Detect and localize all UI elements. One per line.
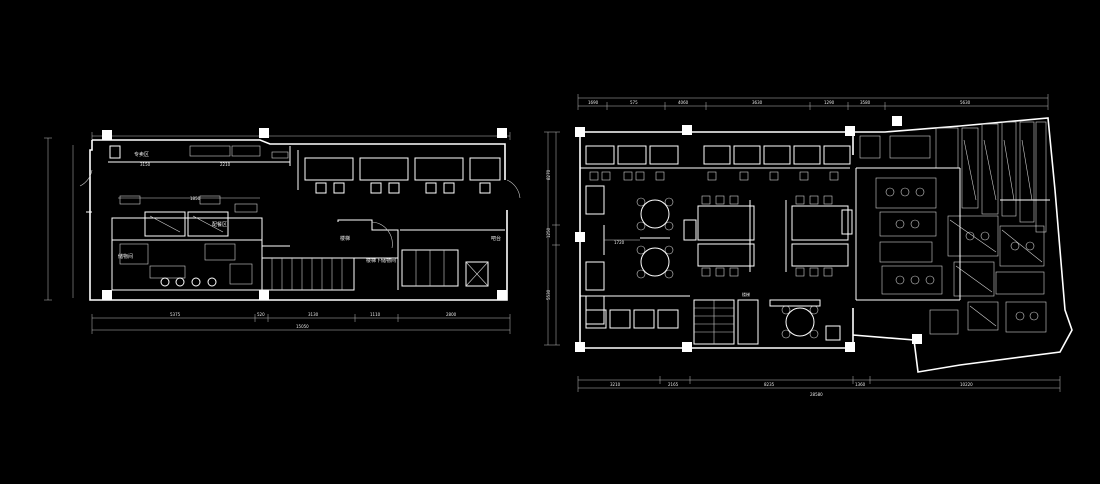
r-dim-top-1: 1690 (588, 100, 599, 105)
floor-plan-right (544, 94, 1073, 392)
floor-plan-left (44, 128, 521, 334)
r-dim-bottom-2: 2165 (668, 382, 679, 387)
r-dim-top-6: 3580 (860, 100, 871, 105)
r-label-mid-dim: 1720 (614, 240, 625, 245)
r-dim-bottom-4: 1360 (855, 382, 866, 387)
dim-bottom-1: 5375 (170, 312, 181, 317)
label-room-e: 楼梯下储物间 (366, 257, 396, 264)
dim-bottom-4: 1110 (370, 312, 381, 317)
label-room-c: 储物间 (118, 253, 133, 260)
dim-top-1: 3150 (140, 162, 151, 167)
dim-bottom-5: 2800 (446, 312, 457, 317)
r-dim-top-5: 1290 (824, 100, 835, 105)
dim-total: 15050 (296, 324, 309, 329)
dim-bottom-3: 3130 (308, 312, 319, 317)
r-dim-bottom-3: 8235 (764, 382, 775, 387)
r-dim-bottom-1: 3210 (610, 382, 621, 387)
r-dim-total: 28580 (810, 392, 823, 397)
r-dim-left-2: 1250 (546, 227, 551, 238)
label-room-a: 专卖区 (134, 151, 149, 158)
dim-top-3: 1850 (190, 196, 201, 201)
r-dim-left-3: 5530 (546, 289, 551, 300)
dim-top-2: 2210 (220, 162, 231, 167)
r-dim-top-7: 5630 (960, 100, 971, 105)
label-stair: 楼梯 (340, 235, 350, 242)
r-dim-left-1: 8270 (546, 169, 551, 180)
r-dim-top-3: 4060 (678, 100, 689, 105)
r-dim-top-4: 3630 (752, 100, 763, 105)
r-label-stair: 楼梯 (742, 291, 750, 297)
label-room-d: 吧台 (491, 235, 501, 242)
label-room-b: 配餐区 (212, 221, 227, 228)
dim-bottom-2: 520 (257, 312, 265, 317)
r-dim-bottom-5: 10220 (960, 382, 973, 387)
r-dim-top-2: 575 (630, 100, 638, 105)
